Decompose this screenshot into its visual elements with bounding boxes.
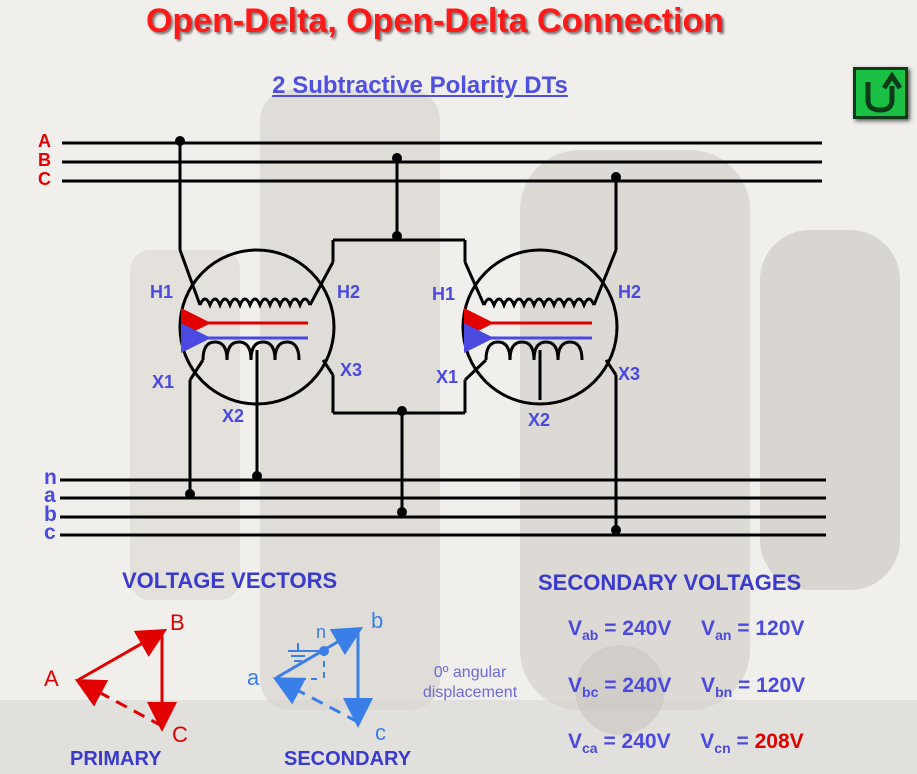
primary-vector-label-A: A [44,666,59,691]
voltage-vectors-heading: VOLTAGE VECTORS [122,568,338,593]
voltage-symbol: V [701,617,716,640]
right-x3-label: X3 [618,364,641,384]
secondary-vector-label-c: c [375,720,386,745]
transformer-right [461,248,619,406]
bus-label-c: c [44,521,56,544]
ground-icon [288,643,324,662]
secondary-vector-label-a: a [247,665,260,690]
left-x1-label: X1 [152,372,175,392]
voltage-equals: = [737,617,756,640]
voltage-subscript: bc [582,684,599,701]
u-turn-arrow-icon [865,71,903,113]
secondary-voltages-heading: SECONDARY VOLTAGES [538,570,802,595]
voltage-equals: = [738,674,757,697]
voltage-symbol: V [568,730,583,753]
angular-displacement-note: 0º angular displacement [410,663,530,703]
voltage-symbol: V [701,674,716,697]
voltage-value: = 240V [603,730,671,753]
page-subtitle: 2 Subtractive Polarity DTs [272,72,568,99]
secondary-vector-label-b: b [371,608,384,633]
vector-diagrams [74,626,373,732]
bus-label-A: A [38,131,51,151]
voltage-value: = 240V [604,617,672,640]
voltage-subscript: ca [582,740,598,757]
primary-vector-label-C: C [172,722,188,747]
page-title: Open-Delta, Open-Delta Connection [145,2,725,40]
bus-label-b: b [44,503,57,526]
primary-caption: PRIMARY [70,748,162,770]
bus-label-C: C [38,169,51,189]
junction-dots [175,136,621,535]
bus-label-a: a [44,484,56,507]
note-line-1: 0º angular [433,664,507,681]
voltage-symbol: V [568,674,583,697]
right-x1-label: X1 [436,367,459,387]
secondary-vector-label-n: n [316,622,327,642]
left-h2-label: H2 [337,282,361,302]
voltage-row-2: Vbc = 240V Vbn = 120V [568,674,805,700]
right-x2-label: X2 [528,410,551,430]
left-x2-label: X2 [222,406,245,426]
secondary-caption: SECONDARY [284,748,412,770]
voltage-row-1: Vab = 240V Van = 120V [568,617,804,643]
right-h1-label: H1 [432,284,456,304]
right-h2-label: H2 [618,282,642,302]
voltage-subscript: an [715,627,732,644]
voltage-row-3: Vca = 240V Vcn = 208V [568,730,804,756]
voltage-value: 120V [755,617,805,640]
voltage-symbol: V [700,730,715,753]
left-x3-label: X3 [340,360,363,380]
voltage-subscript: ab [582,627,599,644]
primary-vector-label-B: B [170,610,185,635]
voltage-subscript: bn [715,684,733,701]
voltage-symbol: V [568,617,583,640]
voltage-value-highlight: 208V [754,730,804,753]
voltage-subscript: cn [714,740,731,757]
voltage-value: 120V [756,674,806,697]
note-line-2: displacement [422,684,518,701]
voltage-equals: = [736,730,755,753]
left-h1-label: H1 [150,282,174,302]
bus-label-B: B [38,150,51,170]
bus-label-n: n [44,466,57,489]
voltage-value: = 240V [604,674,672,697]
back-button[interactable] [853,67,908,119]
